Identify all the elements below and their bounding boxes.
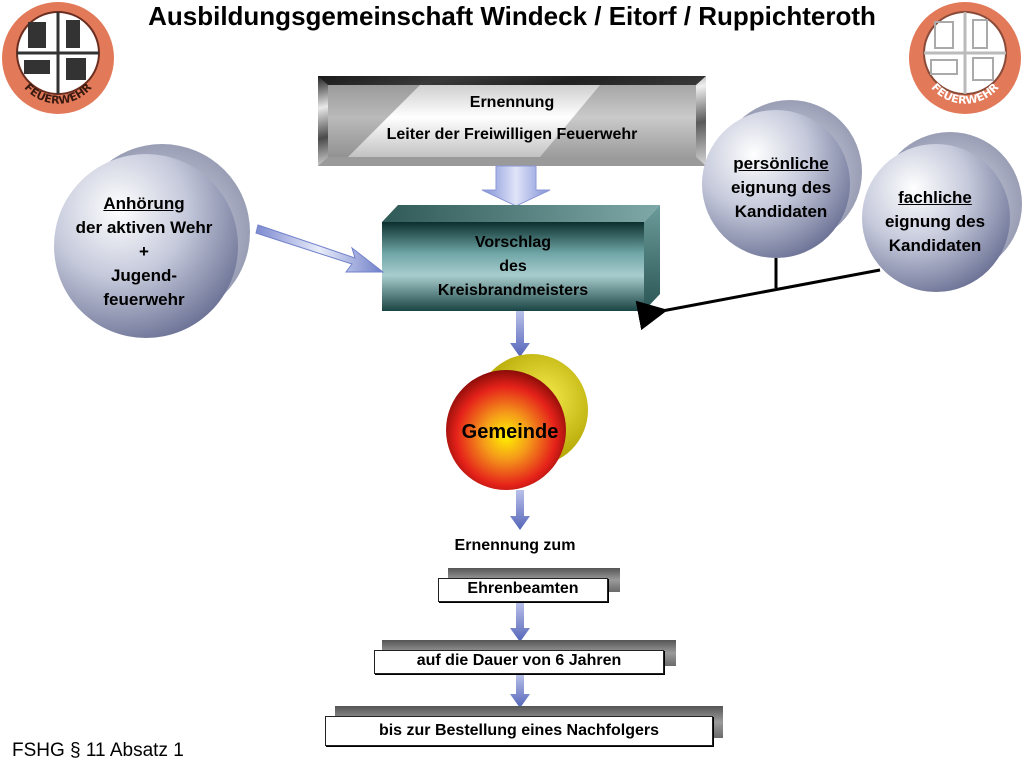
persoenliche-line1: persönliche bbox=[733, 154, 829, 173]
ernennung-title: Ernennung bbox=[469, 94, 555, 111]
dauer-label: auf die Dauer von 6 Jahren bbox=[374, 650, 664, 674]
arrow-anhoerung-to-vorschlag bbox=[255, 224, 385, 273]
persoenliche-line2: eignung des bbox=[730, 178, 832, 197]
vorschlag-box bbox=[382, 205, 660, 311]
feuerwehr-logo-right: FEUERWEHR bbox=[907, 0, 1023, 116]
vorschlag-label: Vorschlag des Kreisbrandmeisters bbox=[382, 205, 660, 311]
connector-eignung-to-vorschlag bbox=[635, 258, 881, 331]
vorschlag-line3: Kreisbrandmeisters bbox=[437, 282, 589, 299]
ernennung-subtitle: Leiter der Freiwilligen Feuerwehr bbox=[386, 126, 638, 143]
persoenliche-disc bbox=[702, 100, 862, 258]
arrow-vorschlag-to-gemeinde bbox=[510, 311, 530, 357]
vorschlag-line1: Vorschlag bbox=[474, 234, 552, 251]
fachliche-label: fachliche eignung des Kandidaten bbox=[860, 186, 1010, 258]
persoenliche-label: persönliche eignung des Kandidaten bbox=[706, 152, 856, 224]
anhoerung-line4: Jugend- bbox=[110, 266, 178, 285]
footer-reference: FSHG § 11 Absatz 1 bbox=[12, 740, 184, 761]
anhoerung-line5: feuerwehr bbox=[103, 290, 185, 309]
gemeinde-disc bbox=[446, 354, 588, 490]
arrow-dauer-to-nachfolger bbox=[510, 674, 530, 708]
ernennung-banner-frame bbox=[318, 76, 706, 166]
gemeinde-label: Gemeinde bbox=[461, 421, 559, 443]
arrow-gemeinde-to-ernennung bbox=[510, 490, 530, 530]
ehrenbeamten-label: Ehrenbeamten bbox=[438, 578, 608, 602]
ernennung-banner: Ernennung Leiter der Freiwilligen Feuerw… bbox=[318, 76, 706, 166]
anhoerung-line2: der aktiven Wehr bbox=[75, 218, 213, 237]
fachliche-disc bbox=[862, 132, 1022, 292]
fachliche-line1: fachliche bbox=[898, 188, 972, 207]
ehrenbeamten-box: Ehrenbeamten bbox=[438, 568, 620, 604]
persoenliche-line3: Kandidaten bbox=[734, 202, 828, 221]
fachliche-line3: Kandidaten bbox=[888, 236, 982, 255]
anhoerung-line1: Anhörung bbox=[103, 194, 185, 213]
vorschlag-line2: des bbox=[499, 258, 527, 275]
nachfolger-box: bis zur Bestellung eines Nachfolgers bbox=[325, 706, 723, 748]
feuerwehr-logo-left: FEUERWEHR bbox=[0, 0, 116, 116]
nachfolger-label: bis zur Bestellung eines Nachfolgers bbox=[325, 716, 713, 746]
dauer-box: auf die Dauer von 6 Jahren bbox=[374, 640, 676, 676]
arrow-ehrenbeamten-to-dauer bbox=[510, 602, 530, 642]
ernennung-zum-label: Ernennung zum bbox=[454, 537, 576, 554]
anhoerung-label: Anhörung der aktiven Wehr + Jugend- feue… bbox=[54, 192, 234, 312]
fachliche-line2: eignung des bbox=[884, 212, 986, 231]
arrow-banner-to-vorschlag bbox=[481, 165, 551, 207]
page-title: Ausbildungsgemeinschaft Windeck / Eitorf… bbox=[148, 1, 876, 31]
anhoerung-disc bbox=[54, 144, 250, 338]
anhoerung-line3: + bbox=[139, 242, 149, 261]
